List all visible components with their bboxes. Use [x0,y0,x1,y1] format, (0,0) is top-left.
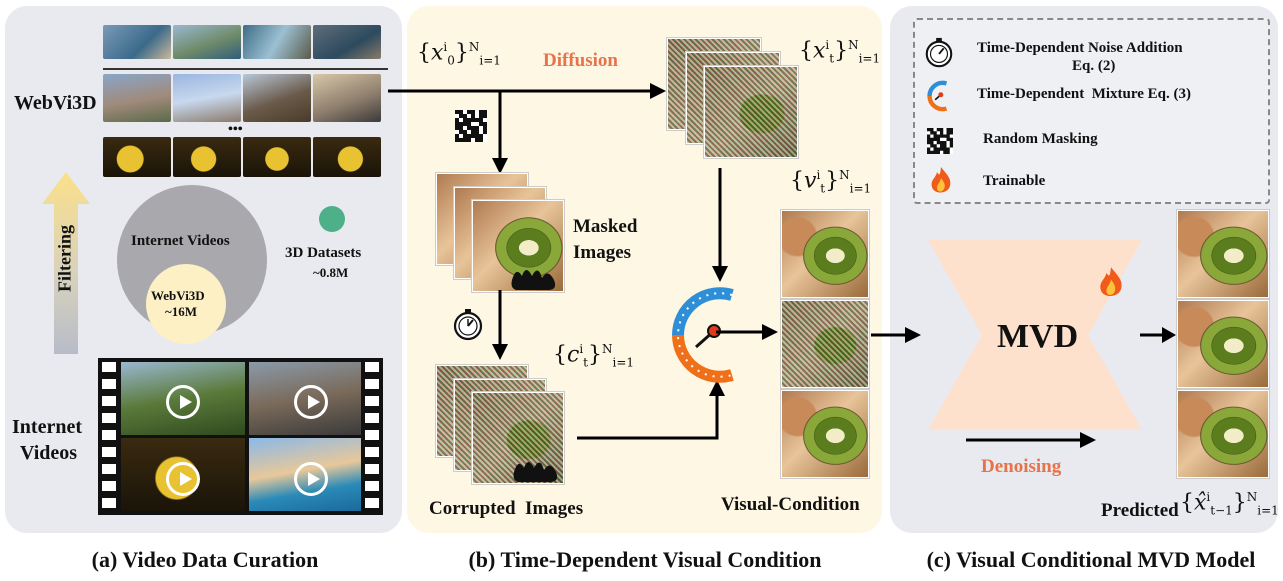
mountain-thumbnail [243,74,311,122]
play-icon[interactable] [294,385,328,419]
corrupted-images-label: Corrupted Images [429,498,584,519]
legend-mixture-label: Time-Dependent Mixture Eq. (3) [977,86,1192,102]
internet-videos-circle-label: Internet Videos [131,233,230,249]
x0-set-math: {xi0}Ni=1 [417,40,501,68]
denoising-label: Denoising [981,456,1062,477]
balloon-thumbnail [173,74,241,122]
diffusion-label: Diffusion [543,50,618,71]
play-icon[interactable] [166,462,200,496]
internet-videos-label-line1: Internet [12,416,82,438]
sunset-thumbnail [313,74,381,122]
xt-set-math: {xit}Ni=1 [799,38,881,66]
town-thumbnail [103,74,171,122]
webvi3d-label: WebVi3D [14,92,97,114]
legend-noise-label: Time-Dependent Noise Addition [977,40,1183,56]
condition-to-mvd-arrow [871,327,921,343]
corrupt-down-arrow [492,290,508,360]
predicted-image-2 [1177,300,1269,388]
corrupted-to-mixture-arrow [577,380,725,440]
caption-a: (a) Video Data Curation [91,547,319,572]
legend-noise-label-eq: Eq. (2) [1072,58,1116,74]
mask-blob [513,462,558,482]
coast-thumbnail [103,25,171,59]
diffusion-arrow [388,83,666,99]
film-sprockets-right [365,362,379,511]
lemons-thumbnail-2 [173,137,241,177]
play-icon[interactable] [294,462,328,496]
thumbnail-divider [103,68,388,70]
vt-set-math: {vit}Ni=1 [790,168,872,196]
mask-down-arrow [492,90,508,174]
filtering-label: Filtering [54,225,75,292]
caption-c: (c) Visual Conditional MVD Model [926,547,1256,572]
random-mask-icon [455,110,487,142]
webvi3d-circle-count: ~16M [165,304,198,319]
internet-videos-label-line2: Videos [20,442,78,464]
mask-blob [511,270,556,290]
caption-b: (b) Time-Dependent Visual Condition [468,547,822,572]
legend-masking-label: Random Masking [983,131,1098,147]
sea-thumbnail [243,25,311,59]
lemons-thumbnail-1 [103,137,171,177]
3d-datasets-name: 3D Datasets [285,245,362,261]
visual-condition-image-1 [781,210,869,298]
ct-set-math: {cit}Ni=1 [553,342,635,370]
visual-condition-image-2 [781,300,869,388]
mvd-to-output-arrow [1140,327,1176,343]
mvd-model-shape [928,240,1142,430]
ellipsis: ••• [228,122,243,137]
fire-icon [1100,267,1122,297]
cliff-thumbnail [173,25,241,59]
filtering-arrow [42,172,90,354]
stopwatch-icon [925,37,953,68]
lemons-thumbnail-4 [313,137,381,177]
mixture-to-condition-arrow [716,324,778,340]
legend-trainable-label: Trainable [983,173,1046,189]
predicted-set-math: {x̂it−1}Ni=1 [1180,490,1279,518]
visual-condition-label: Visual-Condition [721,494,860,515]
noisy-image-front [704,66,798,158]
legend [913,18,1270,204]
lemons-thumbnail-3 [243,137,311,177]
stopwatch-icon [453,309,483,341]
3d-datasets-count: ~0.8M [313,265,349,280]
play-icon[interactable] [166,385,200,419]
rocks-thumbnail [313,25,381,59]
mvd-label: MVD [997,318,1079,355]
predicted-image-3 [1177,390,1269,478]
film-sprockets-left [102,362,116,511]
masked-images-label-line2: Images [573,242,632,263]
webvi3d-circle [146,264,226,344]
noise-down-arrow [712,168,728,282]
visual-condition-image-3 [781,390,869,478]
masked-images-label-line1: Masked [573,216,638,237]
random-mask-icon [927,128,953,154]
predicted-image-1 [1177,210,1269,298]
gauge-icon [672,287,734,383]
fire-icon [931,167,951,193]
webvi3d-circle-name: WebVi3D [151,288,205,303]
denoising-arrow [966,432,1096,448]
gauge-icon [927,80,948,112]
3d-datasets-dot [319,206,345,232]
predicted-label: Predicted [1101,500,1179,521]
